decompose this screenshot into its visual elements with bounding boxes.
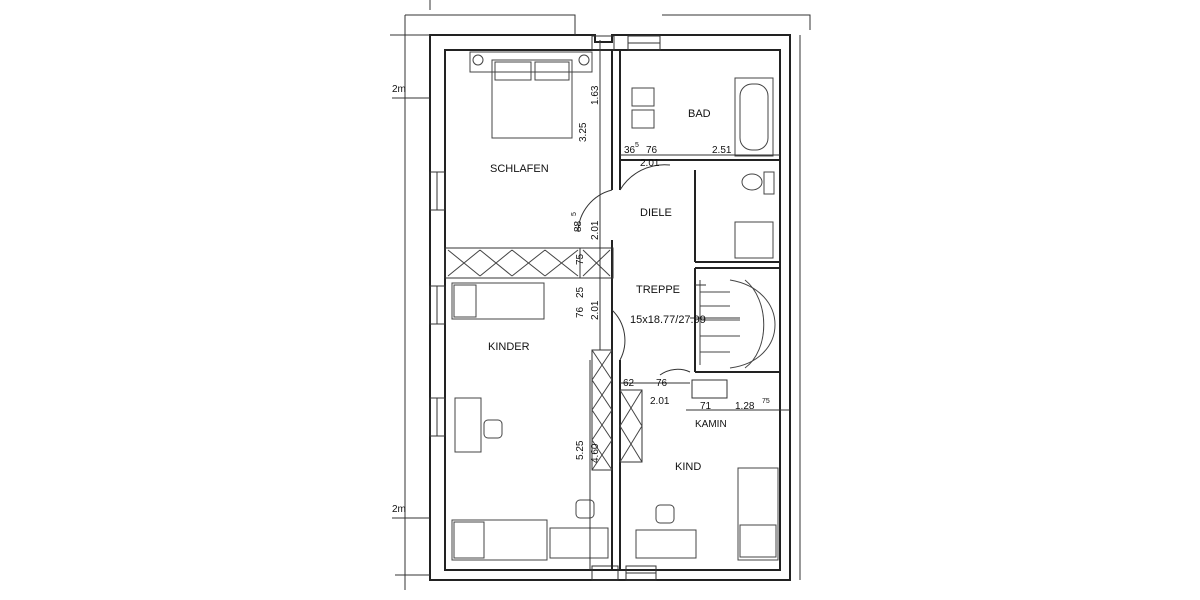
doors <box>577 164 691 376</box>
furniture <box>451 51 779 561</box>
dim-2-01-left: 2.01 <box>590 220 601 240</box>
windows-top <box>591 35 661 581</box>
dim-5-25: 5.25 <box>575 440 586 460</box>
room-label-kind: KIND <box>675 461 701 473</box>
dim-75: 75 <box>575 253 586 265</box>
staircase <box>690 279 776 369</box>
stair-spec: 15x18.77/27.99 <box>630 314 706 326</box>
room-label-bad: BAD <box>688 108 711 120</box>
room-label-schlafen: SCHLAFEN <box>490 163 549 175</box>
dim-71: 71 <box>700 401 712 412</box>
dim-76-25: 76 <box>575 306 586 318</box>
outer-walls <box>390 0 811 590</box>
dim-2-01-top: 2.01 <box>640 158 660 169</box>
room-label-treppe: TREPPE <box>636 284 680 296</box>
closet-vertical <box>591 349 643 471</box>
dim-88: 88 <box>573 220 584 232</box>
dim-3-25: 3.25 <box>578 122 589 142</box>
scale-label-bottom: 2m <box>392 504 406 515</box>
dim-36: 36 <box>624 145 636 156</box>
dim-25: 25 <box>575 286 586 298</box>
scale-markers: 2m 2m <box>392 84 430 519</box>
dim-4-60: 4.60 <box>590 443 601 463</box>
room-label-kamin: KAMIN <box>695 419 727 430</box>
dim-76-top: 76 <box>646 145 658 156</box>
dimension-labels: 1.63 3.25 36 5 76 2.01 2.51 88 5 2.01 75… <box>571 85 770 463</box>
dim-1-28-sup: 75 <box>762 398 770 405</box>
room-labels: SCHLAFEN BAD DIELE TREPPE 15x18.77/27.99… <box>488 108 727 473</box>
dim-62: 62 <box>623 378 635 389</box>
windows-left <box>429 171 446 437</box>
dim-2-51: 2.51 <box>712 145 732 156</box>
dimension-lines <box>589 40 790 570</box>
room-label-diele: DIELE <box>640 207 672 219</box>
dim-2-01-low: 2.01 <box>650 396 670 407</box>
dim-76-low: 76 <box>656 378 668 389</box>
scale-label-top: 2m <box>392 84 406 95</box>
dim-88-sup: 5 <box>571 212 578 216</box>
closet-top <box>447 249 611 277</box>
dim-2-01-mid: 2.01 <box>590 300 601 320</box>
room-label-kinder: KINDER <box>488 341 530 353</box>
dim-1-63: 1.63 <box>590 85 601 105</box>
dim-36-sup: 5 <box>635 142 639 149</box>
dim-1-28: 1.28 <box>735 401 755 412</box>
